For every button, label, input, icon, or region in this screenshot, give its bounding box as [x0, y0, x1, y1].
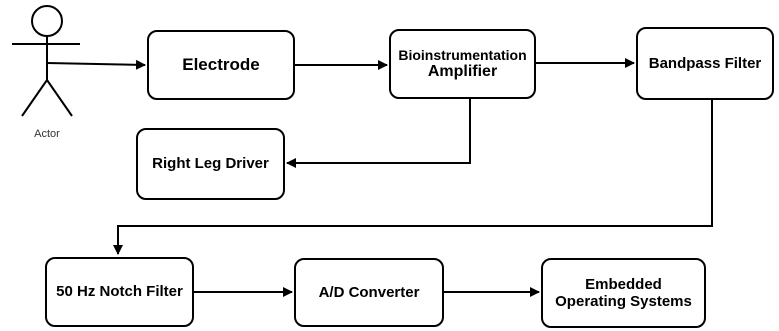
node-electrode-label: Electrode	[182, 55, 260, 75]
node-amplifier-line2: Amplifier	[427, 62, 498, 80]
node-electrode: Electrode	[147, 30, 295, 100]
node-embedded-line2: Operating Systems	[555, 293, 692, 310]
actor-right-leg	[46, 79, 73, 117]
node-right-leg-driver: Right Leg Driver	[136, 128, 285, 200]
node-bandpass-filter: Bandpass Filter	[636, 27, 774, 100]
edge-actor-electrode	[46, 59, 146, 70]
node-notch-label: 50 Hz Notch Filter	[56, 283, 183, 301]
actor-figure	[12, 5, 80, 117]
node-embedded-line1: Embedded	[585, 275, 662, 293]
node-ad-converter: A/D Converter	[294, 258, 444, 327]
edge-amplifier-rightleg	[286, 99, 471, 168]
actor-head	[31, 5, 63, 37]
node-adc-label: A/D Converter	[318, 283, 420, 301]
actor-left-leg	[21, 79, 48, 117]
node-amplifier-line1: Bioinstrumentation	[398, 46, 527, 63]
node-bandpass-label: Bandpass Filter	[648, 54, 762, 72]
node-notch-filter: 50 Hz Notch Filter	[45, 257, 194, 327]
edge-bandpass-notch	[113, 100, 713, 255]
node-rightleg-label: Right Leg Driver	[152, 155, 269, 173]
node-embedded-os: Embedded Operating Systems	[541, 258, 706, 328]
node-bioinstrumentation-amplifier: Bioinstrumentation Amplifier	[389, 29, 536, 99]
actor-label: Actor	[34, 128, 60, 140]
